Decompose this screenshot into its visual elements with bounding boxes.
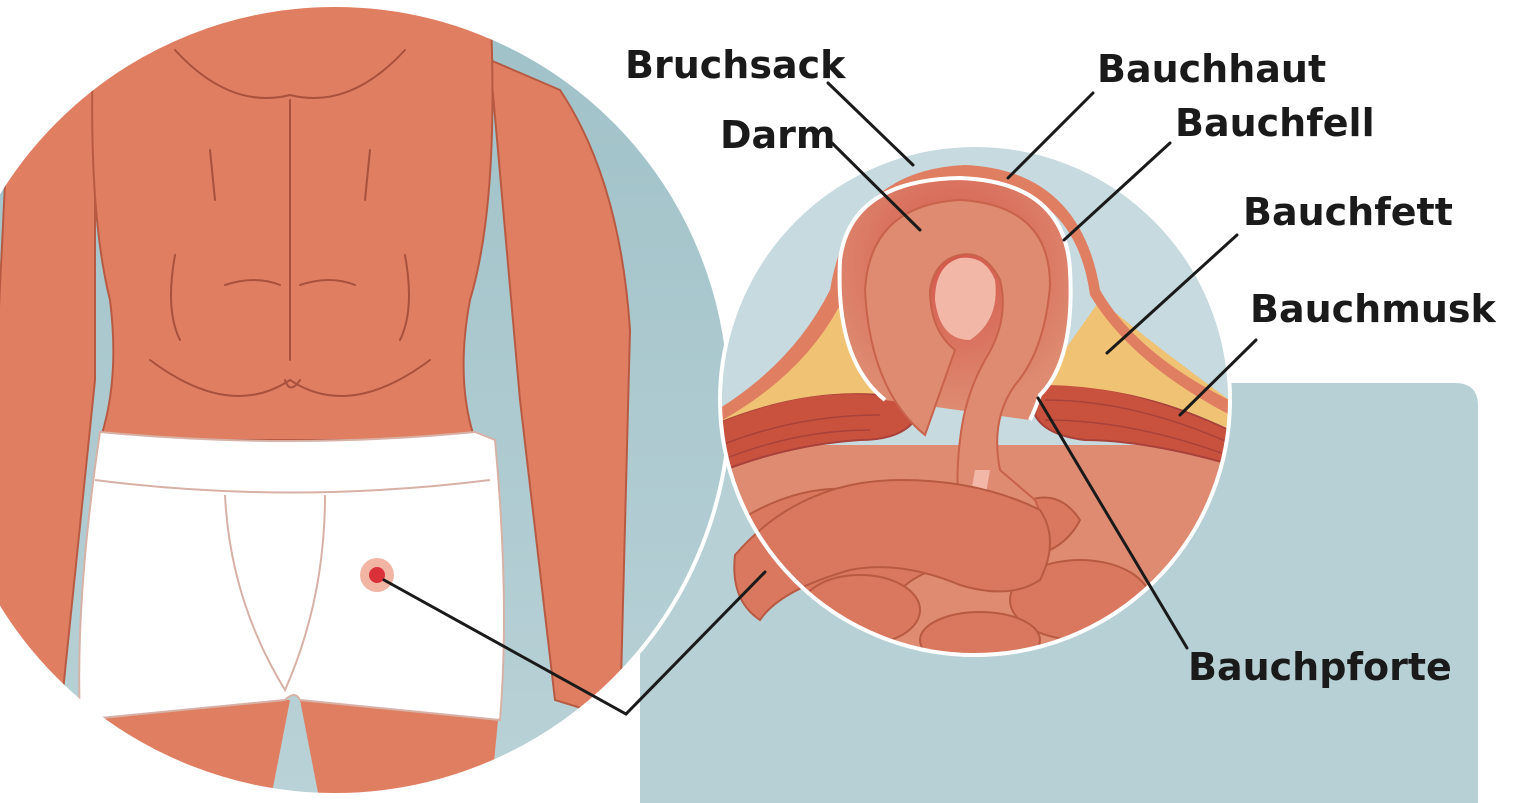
hernia-location-dot [369,567,385,583]
label-bauchfell: Bauchfell [1175,101,1375,145]
label-bauchpforte: Bauchpforte [1188,645,1452,689]
label-bauchfett: Bauchfett [1243,190,1453,234]
label-bauchmuskel: Bauchmuskel [1250,287,1514,331]
label-bruchsack: Bruchsack [625,43,846,87]
right-margin [1496,0,1514,803]
label-darm: Darm [720,113,836,157]
torso [92,0,492,440]
body-view [0,0,750,803]
label-bauchhaut: Bauchhaut [1097,47,1326,91]
